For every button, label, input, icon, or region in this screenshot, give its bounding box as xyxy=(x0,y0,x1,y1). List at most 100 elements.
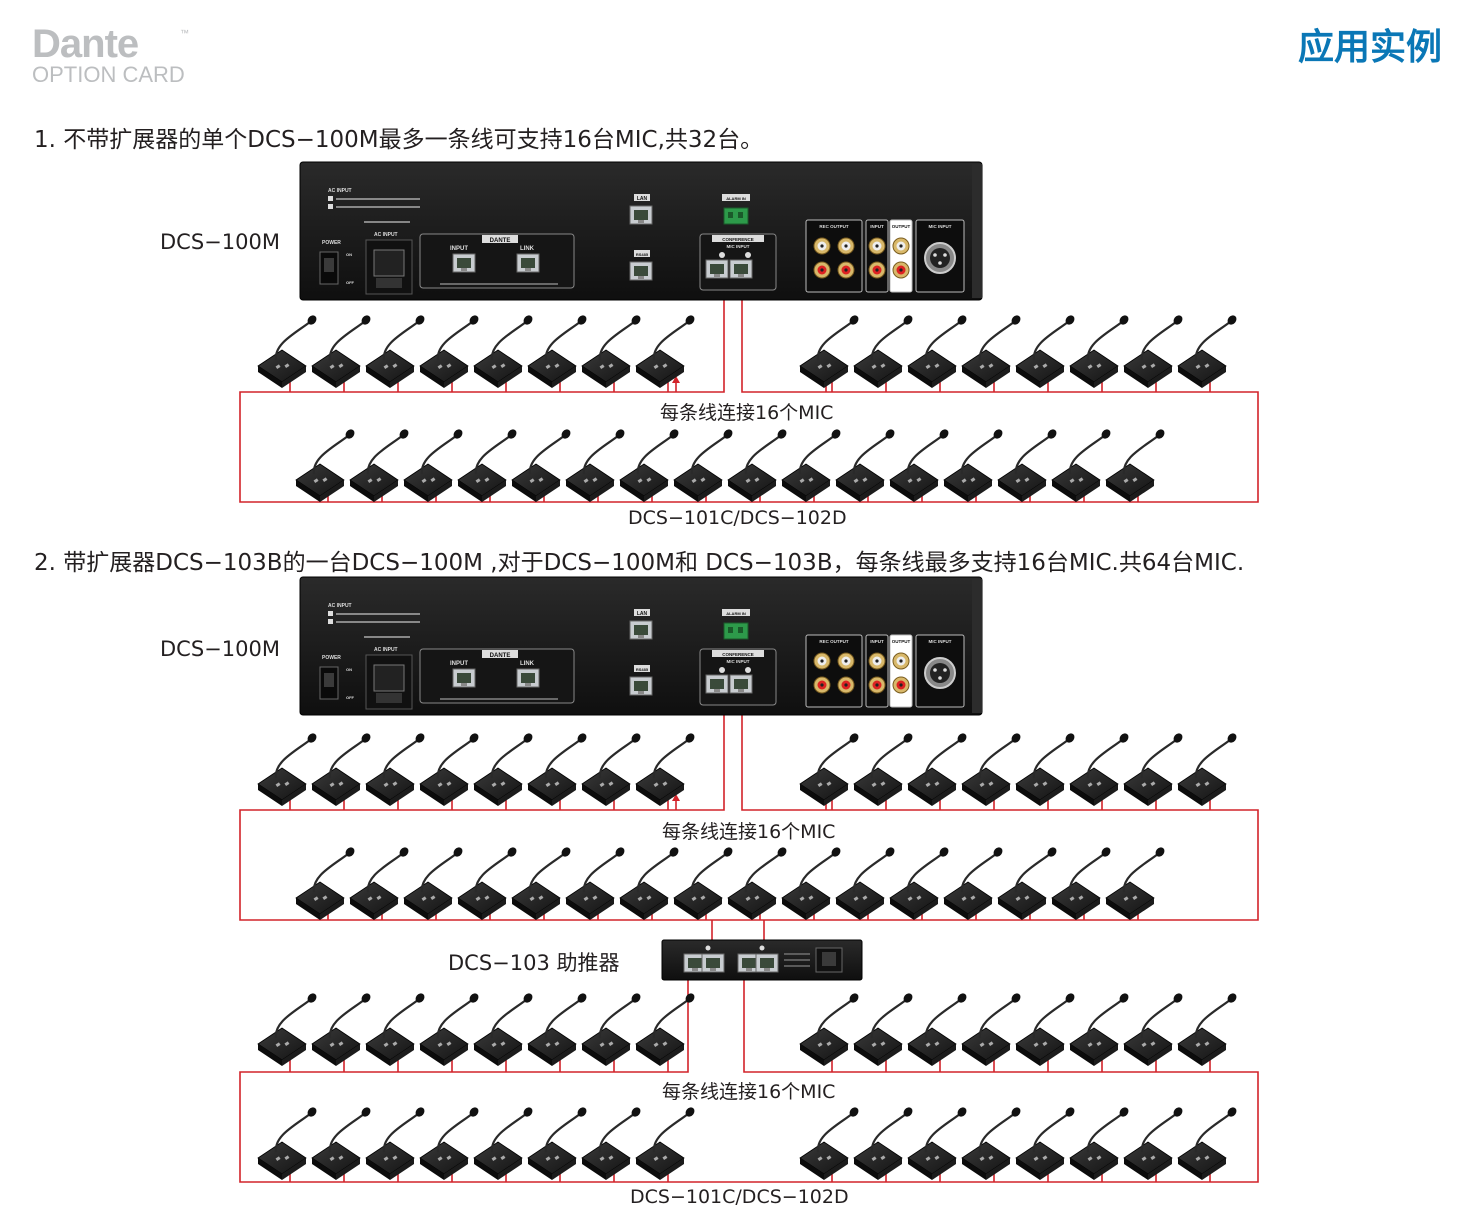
mic-base-side xyxy=(1178,366,1202,388)
conference-microphone xyxy=(781,847,841,920)
rj45-port-latch xyxy=(738,689,744,692)
mic-capsule xyxy=(1155,429,1165,439)
xlr-mic-input-label: MIC INPUT xyxy=(929,639,952,644)
mic-button xyxy=(817,782,823,788)
mic-button xyxy=(1042,1041,1048,1047)
rca-jack-pin xyxy=(899,268,903,272)
mic-button xyxy=(421,896,427,902)
conference-microphone xyxy=(311,993,371,1066)
mic-base-front xyxy=(806,480,830,502)
mic-button xyxy=(554,1041,560,1047)
aux-input-label: INPUT xyxy=(870,224,884,229)
mic-base-side xyxy=(1016,1044,1040,1066)
mic-capsule xyxy=(1173,1107,1183,1117)
section2-device-label: DCS−100M xyxy=(160,637,280,661)
mic-base xyxy=(419,1141,469,1175)
mic-button xyxy=(817,364,823,370)
rj45-port-socket xyxy=(710,679,724,689)
mic-button xyxy=(1204,363,1210,369)
mic-capsule xyxy=(631,733,641,743)
mic-base-front xyxy=(282,784,306,806)
aux-input-jack-red xyxy=(868,676,886,694)
mic-button xyxy=(322,895,328,901)
mic-base-front xyxy=(698,898,722,920)
mic-base xyxy=(889,881,939,915)
xlr-pin xyxy=(943,253,947,257)
mic-gooseneck xyxy=(274,1113,311,1153)
mic-base-front xyxy=(390,366,414,388)
mic-gooseneck xyxy=(1194,739,1231,779)
mic-base-side xyxy=(258,784,282,806)
mic-button xyxy=(554,1155,560,1161)
mic-gooseneck xyxy=(582,435,619,475)
mic-base-side xyxy=(528,366,552,388)
mic-base-front xyxy=(606,1158,630,1180)
mic-button xyxy=(907,478,913,484)
mic-base-side xyxy=(512,898,536,920)
conference-microphone xyxy=(457,429,517,502)
mic-base xyxy=(835,881,885,915)
conference-microphone xyxy=(961,315,1021,388)
mic-gooseneck xyxy=(1086,321,1123,361)
mic-button xyxy=(970,895,976,901)
mic-gooseneck xyxy=(816,999,853,1039)
mic-base-front xyxy=(986,366,1010,388)
lan-label: LAN xyxy=(637,611,648,617)
conference-microphone xyxy=(635,1107,695,1180)
conference-microphone xyxy=(1177,1107,1237,1180)
mic-capsule xyxy=(615,847,625,857)
mic-base xyxy=(799,1141,849,1175)
conference-microphone xyxy=(907,1107,967,1180)
mic-gooseneck xyxy=(978,739,1015,779)
iec-socket-inner xyxy=(373,664,405,692)
rec-output-label: REC OUTPUT xyxy=(819,639,849,644)
mic-gooseneck xyxy=(1194,1113,1231,1153)
mic-base-front xyxy=(1130,480,1154,502)
alarm-terminal-screw xyxy=(738,212,743,218)
conference-microphone xyxy=(907,733,967,806)
mic-button xyxy=(392,1041,398,1047)
mic-capsule xyxy=(685,993,695,1003)
mic-button xyxy=(329,1042,335,1048)
conference-microphone xyxy=(619,429,679,502)
section1-device-label: DCS−100M xyxy=(160,230,280,254)
xlr-pin xyxy=(933,668,937,672)
mic-base-side xyxy=(800,1158,824,1180)
mic-button xyxy=(637,896,643,902)
mic-gooseneck xyxy=(312,853,349,893)
mic-base-side xyxy=(782,480,806,502)
mic-base-side xyxy=(998,480,1022,502)
mic-input-port-r xyxy=(705,259,729,279)
mic-capsule xyxy=(723,429,733,439)
conference-microphone xyxy=(1177,733,1237,806)
mic-capsule xyxy=(1011,993,1021,1003)
mic-base xyxy=(473,767,523,801)
mic-button xyxy=(1195,1156,1201,1162)
mic-button xyxy=(1150,1041,1156,1047)
conference-label-bg xyxy=(712,650,764,657)
mic-base-front xyxy=(1202,366,1226,388)
mic-capsule xyxy=(615,429,625,439)
aux-output-panel xyxy=(889,634,913,708)
mic-button xyxy=(961,478,967,484)
mic-base xyxy=(907,349,957,383)
mic-base-side xyxy=(1178,1044,1202,1066)
mic-base-side xyxy=(366,366,390,388)
rec-output-jack-a-white xyxy=(813,652,831,670)
mic-button xyxy=(1123,896,1129,902)
mic-button xyxy=(934,1155,940,1161)
mic-base xyxy=(619,463,669,497)
mic-gooseneck xyxy=(274,321,311,361)
mic-capsule xyxy=(1011,733,1021,743)
rj45-port-socket xyxy=(734,264,748,274)
mic-base-side xyxy=(512,480,536,502)
conference-microphone xyxy=(997,847,1057,920)
mic-base-front xyxy=(390,1158,414,1180)
mic-button xyxy=(1015,896,1021,902)
mic-base-front xyxy=(806,898,830,920)
mic-gooseneck xyxy=(490,999,527,1039)
mic-button xyxy=(925,1156,931,1162)
mic-button xyxy=(484,477,490,483)
rca-jack-pin xyxy=(820,659,824,663)
